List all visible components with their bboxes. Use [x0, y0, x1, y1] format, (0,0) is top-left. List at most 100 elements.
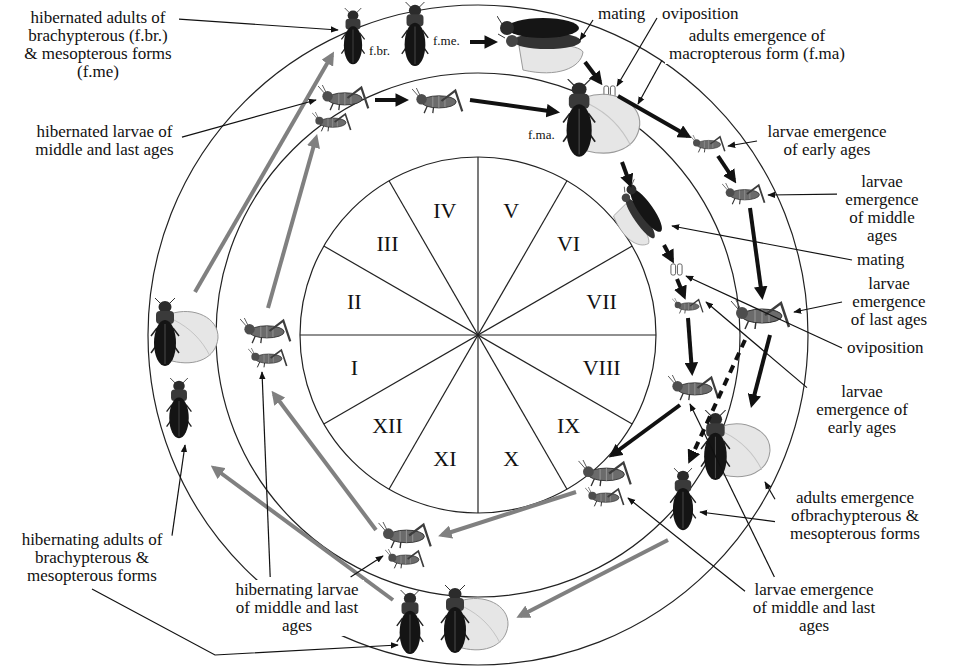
leader-line — [351, 556, 383, 577]
leader-line — [706, 302, 807, 388]
form-label: f.br. — [368, 44, 391, 58]
month-divider — [389, 181, 567, 489]
month-number: I — [351, 356, 358, 380]
hibernation-arrows — [195, 55, 668, 616]
mating-pair — [601, 179, 669, 252]
larva — [722, 183, 765, 204]
larva — [585, 487, 624, 506]
grey-arrow — [274, 394, 376, 530]
larva — [379, 522, 431, 548]
month-circle — [300, 157, 656, 513]
cycle-arrow — [470, 40, 494, 44]
leader-line — [617, 18, 657, 86]
leader-line — [628, 498, 745, 591]
stage-label: adults emergence of macropterous form (f… — [665, 26, 849, 64]
dashed-arrow — [690, 340, 745, 460]
cycle-arrow — [718, 156, 734, 180]
cycle-arrow — [375, 98, 405, 102]
stage-label: hibernating adults of brachypterous & me… — [15, 530, 169, 586]
stage-label: oviposition — [660, 4, 741, 24]
larva — [731, 300, 789, 329]
stage-label: larvae emergence of middle and last ages — [748, 580, 880, 636]
leader-line — [172, 445, 185, 536]
month-number: XII — [372, 414, 403, 438]
month-number: VI — [557, 232, 580, 256]
stage-label: hibernated larvae of middle and last age… — [30, 122, 179, 160]
stage-label: larvae emergence of early ages — [760, 122, 894, 160]
leader-line — [580, 20, 593, 40]
cycle-arrows — [375, 42, 770, 460]
month-number: III — [376, 232, 398, 256]
insect-pictures — [151, 2, 789, 654]
larva — [240, 318, 290, 343]
grey-arrow — [268, 138, 316, 308]
stage-label: larvae emergence of last ages — [845, 274, 933, 330]
cycle-arrow — [664, 245, 672, 260]
stage-label: hibernated adults of brachypterous (f.br… — [20, 8, 176, 82]
larva — [318, 85, 368, 110]
grey-arrow — [195, 55, 332, 292]
month-number: VIII — [583, 356, 621, 380]
stage-label: oviposition — [845, 338, 926, 358]
stage-label: adults emergence ofbrachypterous & mesop… — [778, 488, 932, 544]
month-number: VII — [586, 290, 617, 314]
egg-icon — [671, 264, 682, 275]
winged-adult — [151, 298, 218, 366]
larva — [672, 298, 703, 313]
cycle-arrow — [750, 208, 762, 296]
adult-insect — [397, 590, 423, 654]
cycle-arrow — [677, 279, 684, 296]
cycle-arrow — [612, 405, 680, 455]
larva — [690, 135, 725, 152]
month-number: X — [503, 447, 519, 471]
leader-line — [182, 100, 316, 137]
leader-line — [262, 372, 270, 577]
winged-adult — [701, 410, 770, 480]
leader-line — [179, 19, 338, 30]
grey-arrow — [442, 492, 576, 535]
stage-label: mating — [596, 4, 647, 24]
cycle-arrow — [688, 318, 692, 372]
adult-insect — [402, 2, 428, 66]
larva — [312, 112, 351, 131]
larva — [412, 88, 462, 113]
leader-line — [638, 60, 662, 104]
adult-insect — [167, 378, 192, 438]
cycle-arrow — [752, 335, 770, 404]
larva — [385, 549, 424, 568]
cycle-arrow — [622, 162, 630, 184]
stage-label: mating — [855, 250, 906, 270]
form-label: f.ma. — [527, 128, 556, 142]
adult-insect — [670, 468, 696, 530]
month-number: IX — [557, 414, 580, 438]
month-number: II — [347, 290, 362, 314]
leader-line — [765, 482, 775, 499]
leader-line — [794, 302, 842, 312]
month-number: XI — [433, 447, 456, 471]
middle-ring — [216, 73, 740, 597]
larva — [579, 460, 631, 486]
leader-line — [686, 276, 842, 348]
stage-label: hibernating larvae of middle and last ag… — [230, 580, 364, 636]
larva — [248, 348, 287, 367]
form-label: f.me. — [432, 34, 461, 48]
adult-insect — [341, 8, 364, 64]
winged-adult — [441, 585, 508, 653]
leader-line — [728, 141, 757, 146]
larva — [668, 375, 718, 400]
month-number: V — [503, 199, 519, 223]
grey-arrow — [520, 540, 668, 616]
cycle-arrow — [470, 100, 556, 112]
leader-line — [672, 226, 852, 260]
leader-line — [768, 194, 837, 196]
cycle-arrow — [618, 96, 688, 136]
mating-pair — [497, 16, 583, 73]
month-number: IV — [433, 199, 456, 223]
cycle-arrow — [585, 62, 600, 82]
mating-pair — [601, 179, 669, 252]
stage-label: larvae emergence of middle ages — [840, 172, 924, 246]
cycle-rings — [148, 5, 808, 665]
outer-ring — [148, 5, 808, 665]
stage-label: larvae emergence of early ages — [810, 382, 914, 438]
